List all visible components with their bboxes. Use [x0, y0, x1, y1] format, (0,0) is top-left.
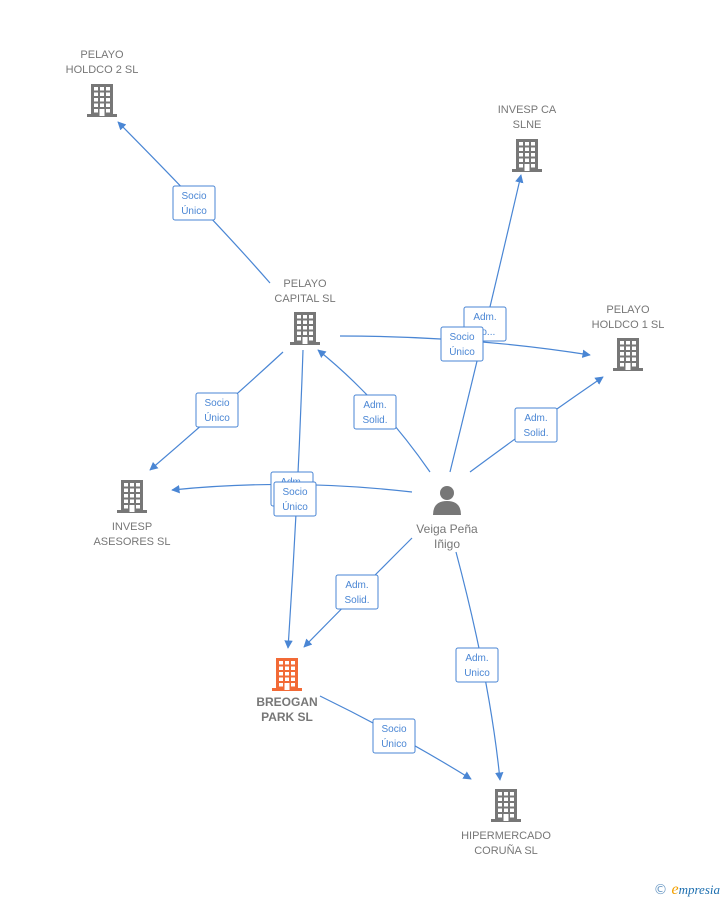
edges-layer	[117, 121, 604, 781]
building-icon	[512, 139, 542, 172]
building-icon	[290, 312, 320, 345]
logo-initial: e	[671, 881, 679, 898]
edge-label-line: Único	[181, 204, 207, 217]
building-icon	[272, 658, 302, 691]
nodes-layer: PELAYO HOLDCO 2 SL INVESP CA SLNE PELAYO CAPI…	[66, 49, 665, 857]
edge-label-line: Adm.	[345, 580, 368, 591]
edge-label-box	[440, 326, 484, 362]
edge-label-box	[335, 574, 379, 610]
node-label-line: CAPITAL SL	[274, 293, 335, 305]
edge-label-box	[372, 718, 416, 754]
edge-label-e5[interactable]: Adm. Solid.	[353, 394, 397, 430]
node-label-line: Veiga Peña	[416, 522, 478, 536]
node-holdco1[interactable]: PELAYO HOLDCO 1 SL	[592, 304, 665, 371]
empresia-logo[interactable]: ©empresia	[653, 881, 720, 899]
edge-label-e10[interactable]: Adm. Unico	[455, 647, 499, 683]
edge-label-box	[172, 185, 216, 221]
edge-label-line: Adm.	[473, 312, 496, 323]
edge-label-box	[353, 394, 397, 430]
edge-label-line: So...	[475, 327, 496, 338]
node-label-line: HOLDCO 2 SL	[66, 64, 139, 76]
node-label-line: Iñigo	[434, 537, 460, 551]
edge-label-e4[interactable]: Adm. Solid.	[514, 407, 558, 443]
building-icon	[613, 338, 643, 371]
building-icon	[87, 84, 117, 117]
logo-text: mpresia	[678, 882, 720, 897]
edge-label-line: Socio	[181, 191, 206, 202]
node-label-line: INVESP	[112, 521, 152, 533]
edge-label-line: Único	[449, 345, 475, 358]
edge-label-box	[195, 392, 239, 428]
edge-label-line: Unico	[464, 668, 490, 679]
edge-label-line: Adm.	[465, 653, 488, 664]
edge-label-line: Único	[282, 500, 308, 513]
edge-label-line: Socio	[381, 724, 406, 735]
node-hipermercado[interactable]: HIPERMERCADO CORUÑA SL	[461, 789, 551, 857]
edge-label-line: Solid.	[344, 595, 369, 606]
edge-label-line: Adm.	[363, 400, 386, 411]
node-label-line: INVESP CA	[498, 104, 557, 116]
building-icon	[117, 480, 147, 513]
node-label-line: PELAYO	[80, 49, 124, 61]
node-invesp_asesores[interactable]: INVESP ASESORES SL	[93, 480, 171, 548]
edge-label-box	[514, 407, 558, 443]
edge-label-box	[455, 647, 499, 683]
edge-label-line: Solid.	[523, 428, 548, 439]
copyright-symbol: ©	[653, 882, 668, 898]
edge-label-line: Socio	[282, 487, 307, 498]
edge-label-line: Socio	[449, 332, 474, 343]
edge-labels-layer: SocioÚnicoAdm.So...SocioÚnicoAdm.Solid.A…	[172, 185, 558, 754]
edge-label-line: Adm.	[524, 413, 547, 424]
edge-label-line: Único	[381, 737, 407, 750]
node-label-line: CORUÑA SL	[474, 844, 538, 857]
edge-label-line: Socio	[204, 398, 229, 409]
node-invesp_ca[interactable]: INVESP CA SLNE	[498, 104, 557, 172]
node-label-line: BREOGAN	[256, 695, 317, 709]
node-holdco2[interactable]: PELAYO HOLDCO 2 SL	[66, 49, 139, 117]
edge-label-line: Único	[204, 411, 230, 424]
person-icon	[433, 486, 461, 515]
edge-label-line: Solid.	[362, 415, 387, 426]
edge-label-e9[interactable]: Adm. Solid.	[335, 574, 379, 610]
node-label-line: PARK SL	[261, 710, 313, 724]
building-icon	[491, 789, 521, 822]
node-label-line: HIPERMERCADO	[461, 830, 551, 842]
edge-label-box	[273, 481, 317, 517]
node-label-line: PELAYO	[606, 304, 650, 316]
node-label-line: PELAYO	[283, 278, 327, 290]
node-capital[interactable]: PELAYO CAPITAL SL	[274, 278, 336, 345]
node-label-line: SLNE	[513, 119, 542, 131]
node-label-line: ASESORES SL	[93, 536, 170, 548]
node-label-line: HOLDCO 1 SL	[592, 319, 665, 331]
